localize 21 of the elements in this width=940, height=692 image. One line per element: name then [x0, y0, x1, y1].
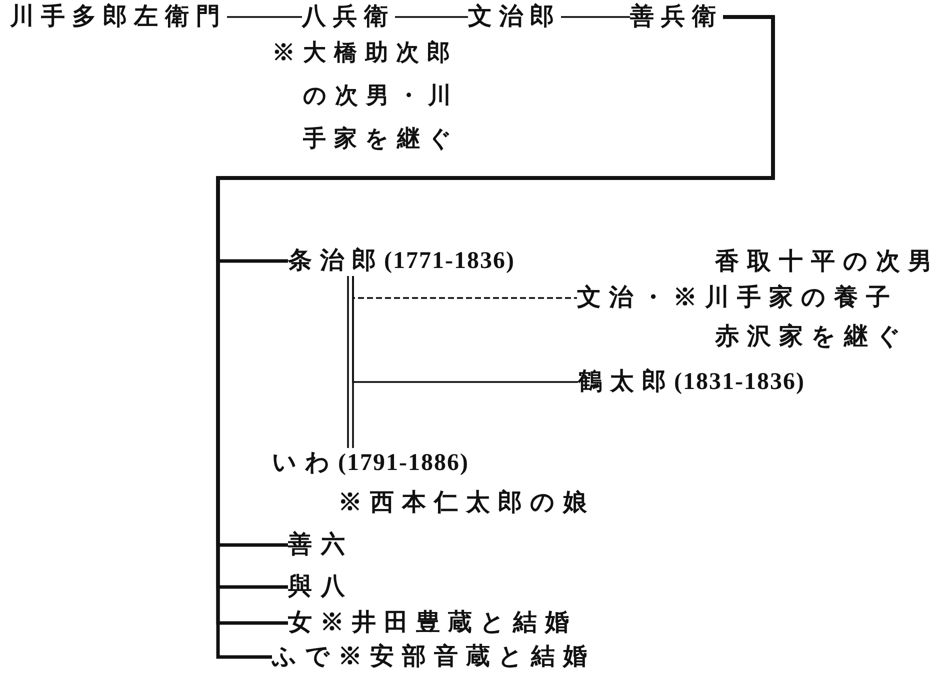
- person-name: 鶴太郎(1831-1836): [578, 367, 805, 397]
- person-name: 川手多郎左衛門: [10, 2, 227, 32]
- annotation-text: ※西本仁太郎の娘: [338, 488, 595, 518]
- double-line: [347, 275, 354, 449]
- connector-line: [352, 276, 578, 383]
- connector-line: [561, 16, 630, 18]
- connector-line: [227, 16, 302, 18]
- annotation-text: 赤沢家を継ぐ: [715, 322, 909, 352]
- person-name: 善六: [288, 530, 354, 560]
- person-name: ふで※安部音蔵と結婚: [272, 642, 595, 672]
- connector-line: [395, 16, 468, 18]
- person-name: 条治郎(1771-1836): [288, 246, 515, 276]
- person-name: 文治郎: [468, 2, 561, 32]
- person-name: いわ(1791-1886): [272, 448, 469, 478]
- person-name: 文治・※川手家の養子: [577, 283, 898, 313]
- person-name: 善兵衛: [630, 2, 723, 32]
- annotation-text: ※大橋助次郎の次男・川手家を継ぐ: [272, 39, 461, 153]
- person-name: 與八: [288, 572, 354, 602]
- person-name: 女※井田豊蔵と結婚: [288, 608, 577, 638]
- annotation-text: 香取十平の次男: [715, 248, 940, 277]
- person-name: 八兵衛: [302, 2, 395, 32]
